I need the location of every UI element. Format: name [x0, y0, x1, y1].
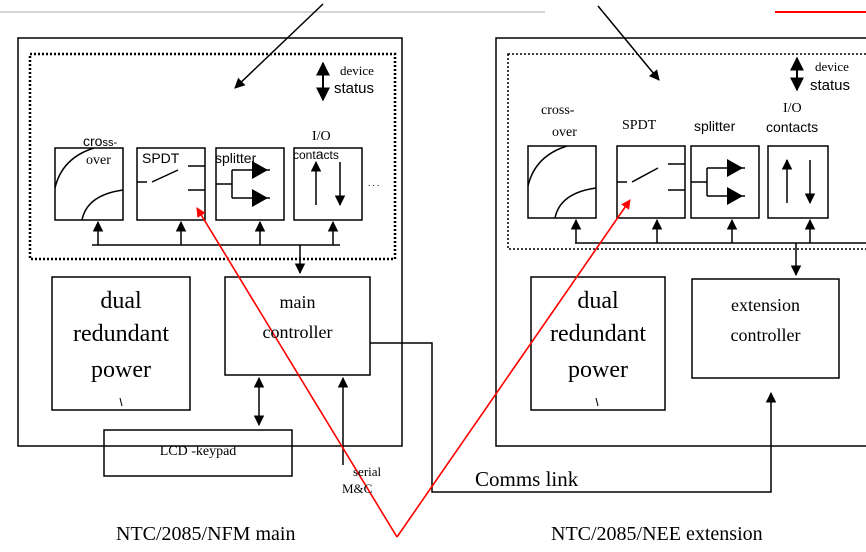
extension-splitter-label: splitter	[694, 118, 736, 134]
extension-unit-frame	[495, 37, 866, 447]
main-controller-label-b: controller	[262, 322, 333, 342]
main-ellipsis: . . .	[368, 178, 379, 188]
extension-spdt-label: SPDT	[622, 118, 657, 133]
extension-spdt-switch-blade	[631, 167, 659, 183]
extension-status-label: status	[810, 77, 851, 94]
annotation-arrow-main-spdt	[196, 207, 398, 538]
extension-power-label-c: power	[568, 357, 628, 383]
main-splitter-label: splitter	[215, 150, 257, 166]
main-crossover-label-b: over	[86, 153, 111, 168]
extension-power-tick	[595, 397, 599, 407]
main-controller-block	[224, 276, 371, 376]
extension-crossover-curve-upper	[527, 145, 568, 187]
main-power-label-a: dual	[100, 288, 142, 314]
main-status-label: status	[334, 80, 375, 97]
extension-io-module	[767, 145, 829, 219]
main-spdt-label: SPDT	[142, 150, 180, 166]
extension-io-label-b: contacts	[766, 119, 819, 135]
main-module-area	[28, 52, 397, 261]
main-crossover-curve-upper	[54, 147, 95, 189]
main-controller-label-a: main	[279, 292, 316, 312]
main-unit-frame	[17, 37, 403, 447]
main-device-label: device	[340, 63, 374, 78]
extension-controller-label-a: extension	[731, 295, 800, 315]
main-crossover-label-a: cross-	[83, 133, 118, 149]
extension-device-label: device	[815, 59, 849, 74]
extension-module-area	[507, 53, 866, 250]
extension-controller-label-b: controller	[730, 325, 801, 345]
extension-splitter-arrowhead-lower	[727, 187, 743, 205]
main-spdt-module	[136, 147, 206, 221]
main-crossover-curve-lower	[81, 189, 124, 221]
extension-crossover-module	[527, 145, 597, 219]
extension-pointer-arrow	[597, 5, 660, 81]
comms-link-label: Comms link	[475, 467, 579, 491]
main-splitter-arrowhead-lower	[252, 189, 268, 207]
comms-link-line	[370, 342, 777, 493]
main-pointer-arrow	[234, 3, 324, 89]
extension-power-label-a: dual	[577, 288, 619, 314]
main-keypad-block	[103, 429, 293, 477]
main-power-block	[51, 276, 191, 411]
main-serial-label: serial	[353, 464, 382, 479]
main-io-label-b: contacts	[293, 146, 339, 162]
main-power-label-b: redundant	[73, 321, 169, 347]
main-splitter-arrowhead-upper	[252, 161, 268, 179]
extension-crossover-label-b: over	[552, 125, 577, 140]
main-mc-label: M&C	[342, 481, 373, 496]
annotation-arrow-extension-spdt	[396, 199, 631, 538]
extension-io-label-a: I/O	[783, 101, 802, 116]
main-spdt-switch-blade	[151, 169, 179, 183]
main-unit-caption: NTC/2085/NFM main	[116, 523, 296, 545]
main-io-label-a: I/O	[312, 129, 331, 144]
main-power-label-c: power	[91, 357, 151, 383]
extension-crossover-label-a: cross-	[541, 103, 575, 118]
extension-unit-caption: NTC/2085/NEE extension	[551, 523, 763, 545]
main-power-tick	[119, 397, 123, 407]
extension-spdt-module	[616, 145, 686, 219]
extension-controller-block	[691, 278, 840, 379]
main-keypad-label: LCD -keypad	[159, 444, 237, 459]
extension-crossover-curve-lower	[554, 187, 597, 219]
extension-power-label-b: redundant	[550, 321, 646, 347]
main-crossover-module	[54, 147, 124, 221]
extension-splitter-arrowhead-upper	[727, 159, 743, 177]
main-io-module	[293, 147, 363, 221]
